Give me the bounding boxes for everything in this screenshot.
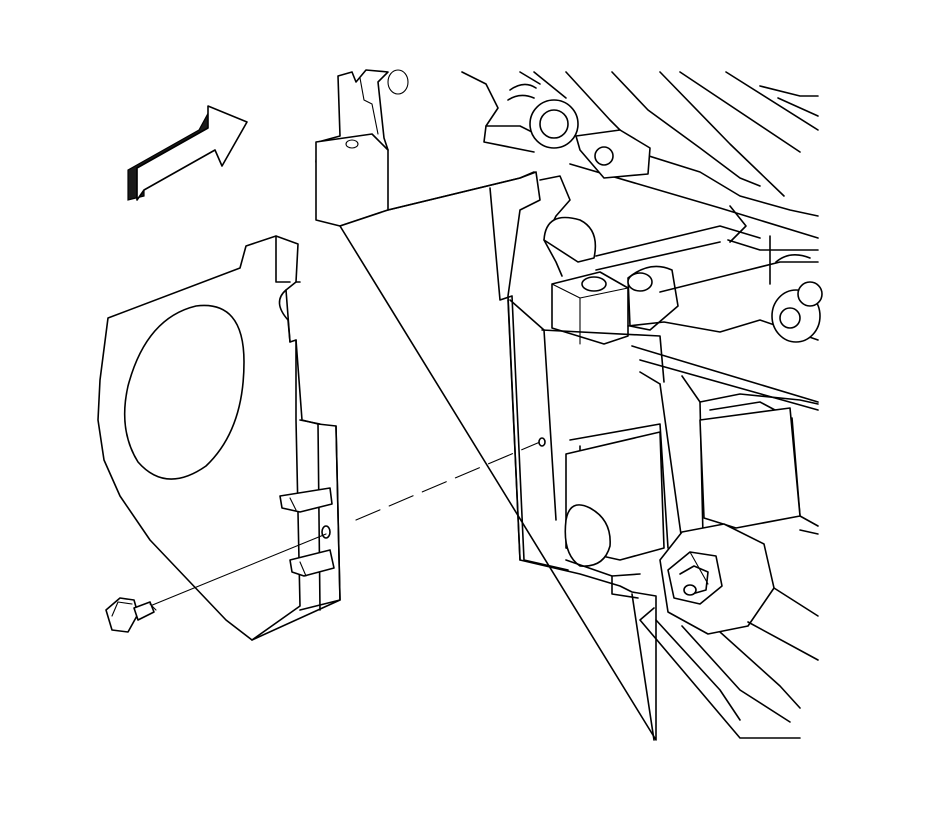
- dashed-alignment-line: [149, 437, 546, 607]
- timing-cover-plate: [97, 235, 341, 641]
- engine-block: [315, 69, 823, 741]
- arrow-forward-icon: [127, 105, 248, 201]
- bolt: [105, 597, 157, 633]
